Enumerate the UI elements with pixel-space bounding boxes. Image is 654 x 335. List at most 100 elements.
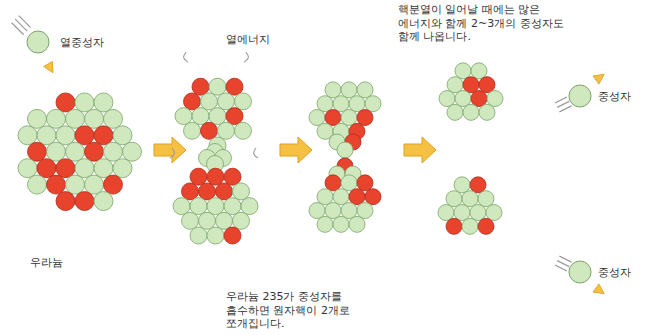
nucleon	[341, 175, 357, 191]
fragment-nucleus	[309, 82, 381, 158]
nucleon	[235, 93, 252, 110]
neutron-ball	[569, 85, 591, 107]
nucleon	[325, 82, 341, 98]
nucleon	[478, 218, 494, 234]
nucleon	[218, 122, 235, 139]
nucleon	[325, 203, 341, 219]
motion-line	[555, 97, 567, 103]
nucleon	[28, 142, 47, 161]
nucleon	[218, 93, 235, 110]
nucleon	[175, 108, 192, 125]
part-label: 열중성자	[60, 36, 104, 50]
nucleon	[455, 63, 471, 79]
nucleon	[341, 82, 357, 98]
nucleon	[75, 93, 94, 112]
nucleon	[317, 96, 333, 112]
nucleon	[94, 126, 113, 145]
nucleon	[357, 203, 373, 219]
nucleon	[357, 110, 373, 126]
motion-line	[557, 101, 569, 107]
nucleon	[349, 189, 365, 205]
nucleon	[333, 216, 349, 232]
nucleon	[470, 177, 486, 193]
nucleon	[209, 108, 226, 125]
nucleon	[317, 189, 333, 205]
nucleon	[446, 191, 462, 207]
nucleon	[56, 126, 75, 145]
motion-line	[555, 265, 567, 271]
nucleon	[37, 126, 56, 145]
nucleon	[454, 177, 470, 193]
nucleon	[235, 122, 252, 139]
nucleon	[85, 175, 104, 194]
nucleon	[447, 104, 463, 120]
nucleon	[66, 175, 85, 194]
nucleon	[18, 159, 37, 178]
neutron-direction	[593, 70, 607, 84]
neutron-ball	[27, 31, 49, 53]
nucleon	[66, 109, 85, 128]
part-label: 열에너지	[226, 33, 270, 47]
nucleon	[66, 142, 85, 161]
nucleon	[365, 96, 381, 112]
nucleon	[18, 126, 37, 145]
neutron-direction	[593, 284, 607, 298]
nucleon	[309, 203, 325, 219]
nucleon	[47, 109, 66, 128]
part-label: 중성자	[598, 90, 631, 104]
nucleon	[123, 142, 142, 161]
nucleon	[28, 175, 47, 194]
nucleon	[199, 212, 216, 229]
nucleon	[75, 192, 94, 211]
heat-vibration	[184, 52, 188, 62]
nucleon	[446, 218, 462, 234]
nucleon	[56, 159, 75, 178]
nucleon	[357, 175, 373, 191]
nucleon	[201, 122, 218, 139]
nucleon	[207, 168, 224, 185]
nucleon	[85, 109, 104, 128]
nucleon	[224, 227, 241, 244]
nucleon	[192, 78, 209, 95]
motion-line	[559, 106, 571, 112]
uranium-nucleus	[18, 93, 142, 211]
nucleon	[75, 126, 94, 145]
nucleon	[104, 109, 123, 128]
nucleon	[471, 91, 487, 107]
nucleon	[341, 110, 357, 126]
nucleon	[471, 63, 487, 79]
nucleon	[226, 78, 243, 95]
nucleon	[184, 122, 201, 139]
nucleon	[190, 198, 207, 215]
nucleon	[224, 198, 241, 215]
nucleon	[463, 77, 479, 93]
nucleon	[462, 191, 478, 207]
released-neutron	[555, 85, 591, 112]
nucleon	[226, 108, 243, 125]
thermal-neutron	[12, 16, 49, 53]
nucleon	[224, 168, 241, 185]
nucleon	[216, 212, 233, 229]
nucleon	[201, 93, 218, 110]
nucleon	[113, 159, 132, 178]
nucleon	[455, 91, 471, 107]
nucleon	[192, 108, 209, 125]
nucleon	[333, 189, 349, 205]
note-text: 핵분열이 일어날 때에는 많은 에너지와 함께 2~3개의 중성자도 함께 나옵…	[398, 3, 570, 44]
motion-line	[15, 19, 27, 31]
nucleon	[85, 142, 104, 161]
nucleon	[209, 78, 226, 95]
nucleon	[190, 168, 207, 185]
nucleon	[447, 77, 463, 93]
nucleon	[113, 126, 132, 145]
nucleon	[94, 192, 113, 211]
nucleon	[104, 175, 123, 194]
note-text: 우라늄 235가 중성자를 흡수하면 원자핵이 2개로 쪼개집니다.	[226, 290, 366, 331]
nucleon	[28, 109, 47, 128]
step-arrow	[404, 137, 436, 163]
nucleon	[365, 189, 381, 205]
nucleon	[241, 198, 258, 215]
nucleon	[333, 96, 349, 112]
